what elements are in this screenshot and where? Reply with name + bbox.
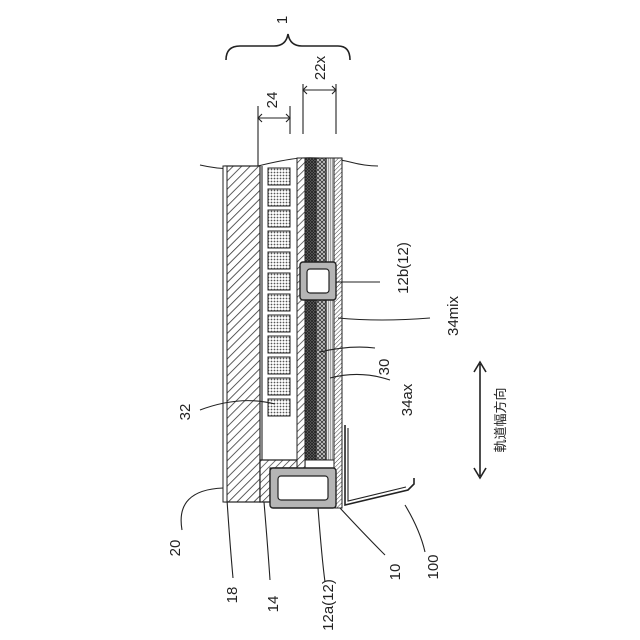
label-32: 32 [177,404,194,421]
label-22x: 22x [312,55,329,80]
label-34ax: 34ax [399,383,416,416]
label-24: 24 [264,92,281,109]
layer-18 [223,166,227,502]
upper-mid-layer [316,158,326,262]
upper-grey-layer [326,158,334,262]
lower-mid-layer [316,300,326,460]
leader-18 [227,500,233,578]
label-30: 30 [376,359,393,376]
leader-100 [405,505,425,552]
wall-hatched [297,158,305,468]
label-14: 14 [265,596,282,613]
tube-12b-hollow [307,269,329,293]
leader-34mix [338,318,430,320]
leader-12a [318,508,325,582]
upper-dark-layer [305,158,316,262]
label-assembly-1: 1 [274,16,291,24]
lower-dark-layer [305,300,316,460]
dim-arrow-22x [303,86,336,94]
direction-arrow [474,362,486,478]
label-direction: 軌道幅方向 [493,387,508,452]
leader-20 [181,488,223,530]
label-12b: 12b(12) [395,242,412,294]
label-10: 10 [387,564,404,581]
ballast-block [225,166,260,502]
label-18: 18 [224,587,241,604]
assembly-brace [226,34,350,60]
dim-arrow-24 [258,114,290,122]
tube-12a-hollow [278,476,328,500]
label-34mix: 34mix [445,295,462,336]
label-20: 20 [167,540,184,557]
label-100: 100 [425,554,442,579]
rail-part-100-inner [348,428,406,501]
label-12a: 12a(12) [320,579,337,631]
sleeper-squares [268,168,290,416]
leader-10 [340,508,385,555]
outer-skin [334,158,342,508]
lower-grey-layer [326,300,334,460]
leader-14 [264,502,270,580]
